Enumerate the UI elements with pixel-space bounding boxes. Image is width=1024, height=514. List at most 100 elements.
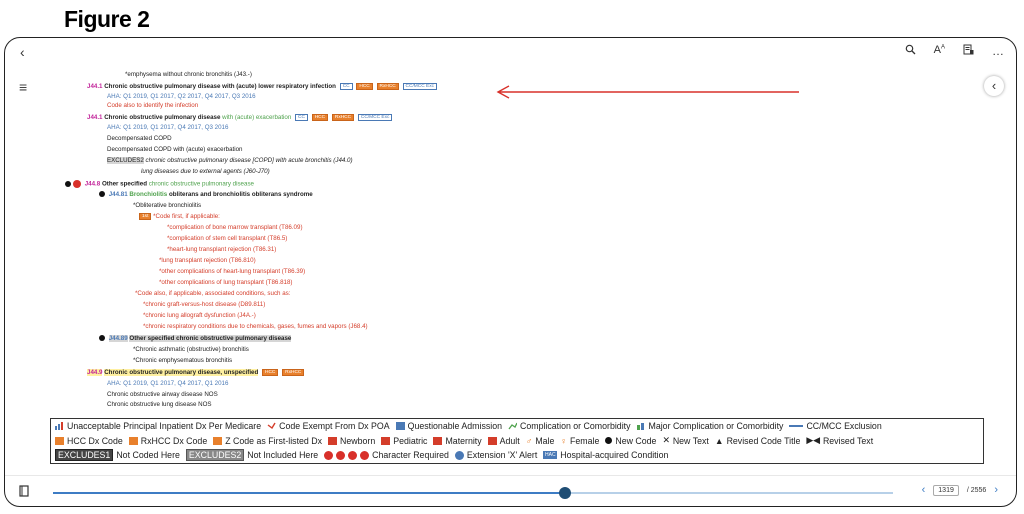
more-icon[interactable]: … bbox=[992, 44, 1004, 58]
legend-item: Extension 'X' Alert bbox=[454, 450, 537, 460]
hcc-tag: HCC bbox=[262, 369, 279, 376]
hcc-icon bbox=[55, 436, 64, 445]
legend-row: HCC Dx Code RxHCC Dx Code Z Code as Firs… bbox=[55, 435, 873, 446]
legend-item: Newborn bbox=[328, 436, 375, 446]
toolbar-right: AA … bbox=[905, 44, 1004, 58]
code-link[interactable]: J44.9 bbox=[87, 369, 103, 377]
character-required-icon bbox=[360, 450, 370, 460]
z-code-icon bbox=[213, 436, 223, 445]
listing-line-j4481: J44.81 Bronchiolitis obliterans and bron… bbox=[99, 191, 313, 198]
listing-line: *chronic respiratory conditions due to c… bbox=[143, 323, 368, 330]
adult-icon bbox=[487, 436, 497, 445]
cc-mcc-exclusion-icon bbox=[789, 425, 804, 427]
legend-item: ▶◀Revised Text bbox=[806, 435, 874, 446]
search-icon[interactable] bbox=[905, 44, 916, 58]
hac-icon: HAC bbox=[543, 451, 558, 459]
legend-item: ✕New Text bbox=[662, 435, 709, 446]
listing-line: Decompensated COPD bbox=[107, 135, 172, 142]
listing-line-j449: J44.9 Chronic obstructive pulmonary dise… bbox=[87, 369, 305, 377]
menu-icon[interactable]: ≡ bbox=[19, 79, 28, 95]
legend-item: Major Complication or Comorbidity bbox=[636, 421, 783, 431]
legend-item: ♂Male bbox=[525, 435, 555, 446]
page-slider-fill bbox=[53, 492, 566, 494]
listing-line: *heart-lung transplant rejection (T86.31… bbox=[167, 246, 277, 253]
page-number-input[interactable]: 1319 bbox=[933, 484, 959, 496]
listing-line: *chronic lung allograft dysfunction (J4A… bbox=[143, 312, 256, 319]
book-icon[interactable] bbox=[19, 485, 29, 500]
cc-icon bbox=[508, 422, 517, 430]
legend-item: Character Required bbox=[324, 450, 449, 460]
code-link[interactable]: J44.1 bbox=[87, 114, 103, 122]
legend-item: HCC Dx Code bbox=[55, 436, 123, 446]
aha-line: AHA: Q1 2019, Q1 2017, Q4 2017, Q1 2016 bbox=[107, 380, 229, 387]
prev-page-icon[interactable]: ‹ bbox=[921, 484, 926, 496]
character-required-icon bbox=[73, 180, 81, 188]
back-icon[interactable]: ‹ bbox=[20, 44, 25, 60]
icon-tag: 1st bbox=[139, 213, 152, 220]
listing-line: *Chronic emphysematous bronchitis bbox=[133, 357, 233, 364]
revised-text-icon: ▶◀ bbox=[806, 435, 820, 445]
maternity-icon bbox=[433, 436, 443, 445]
revised-code-title-icon: ▲ bbox=[714, 435, 724, 446]
reader-window: ‹ AA … ≡ ‹ *emphysema without chronic br… bbox=[4, 37, 1017, 507]
cc-mcc-exclusion-tag[interactable]: CC/MCC Exc bbox=[357, 114, 393, 121]
listing-line-j441: J44.1 Chronic obstructive pulmonary dise… bbox=[87, 83, 438, 91]
cc-tag: CC bbox=[295, 114, 308, 121]
page-slider-knob[interactable] bbox=[559, 487, 572, 499]
hcc-tag: HCC bbox=[356, 83, 373, 90]
code-link[interactable]: J44.81 bbox=[108, 191, 128, 198]
rxhcc-tag: RxHCC bbox=[331, 114, 355, 121]
code-link[interactable]: J44.8 bbox=[84, 180, 101, 188]
figure-title: Figure 2 bbox=[64, 6, 150, 32]
listing-line: *other complications of heart-lung trans… bbox=[159, 268, 306, 275]
legend-row: Unacceptable Principal Inpatient Dx Per … bbox=[55, 421, 882, 431]
listing-line-j441b: J44.1 Chronic obstructive pulmonary dise… bbox=[87, 114, 393, 122]
legend-item: ▲Revised Code Title bbox=[714, 435, 801, 446]
pediatric-icon bbox=[381, 436, 391, 445]
listing-line: Chronic obstructive airway disease NOS bbox=[107, 391, 218, 398]
listing-line-j4489: J44.89 Other specified chronic obstructi… bbox=[99, 335, 292, 342]
listing-line: *complication of bone marrow transplant … bbox=[167, 224, 303, 231]
character-required-icon bbox=[348, 450, 358, 460]
code-link[interactable]: J44.89 bbox=[108, 335, 128, 342]
legend-item: New Code bbox=[605, 436, 656, 446]
excludes1-box: EXCLUDES1 bbox=[55, 449, 114, 461]
bookmark-list-icon[interactable] bbox=[963, 44, 974, 58]
next-page-icon[interactable]: › bbox=[994, 484, 998, 496]
legend-item: Questionable Admission bbox=[395, 421, 502, 431]
code-listing: *emphysema without chronic bronchitis (J… bbox=[65, 66, 945, 476]
questionable-admission-icon bbox=[395, 422, 405, 430]
code-also-line: Code also to identify the infection bbox=[107, 102, 199, 109]
rxhcc-tag: RxHCC bbox=[376, 83, 399, 90]
excludes-line: EXCLUDES2 chronic obstructive pulmonary … bbox=[107, 157, 353, 164]
newborn-icon bbox=[328, 436, 338, 445]
female-icon: ♀ bbox=[560, 435, 568, 446]
legend-item: Complication or Comorbidity bbox=[508, 421, 631, 431]
code-also-line: *Code also, if applicable, associated co… bbox=[135, 290, 291, 297]
cc-mcc-exclusion-tag[interactable]: CC/MCC Exc bbox=[402, 83, 438, 90]
page-slider[interactable] bbox=[53, 487, 893, 499]
legend-item: Code Exempt From Dx POA bbox=[267, 421, 390, 431]
new-code-icon bbox=[605, 437, 613, 444]
listing-line: *chronic graft-versus-host disease (D89.… bbox=[143, 301, 266, 308]
listing-line: *emphysema without chronic bronchitis (J… bbox=[125, 71, 252, 78]
collapse-panel-button[interactable]: ‹ bbox=[984, 76, 1004, 96]
code-link[interactable]: J44.1 bbox=[87, 83, 103, 91]
code-first-line: 1st *Code first, if applicable: bbox=[137, 213, 220, 220]
listing-line: *Chronic asthmatic (obstructive) bronchi… bbox=[133, 346, 249, 353]
text-size-icon[interactable]: AA bbox=[933, 44, 945, 56]
cc-tag: CC bbox=[339, 83, 353, 90]
new-text-icon: ✕ bbox=[662, 435, 670, 445]
excludes2-box: EXCLUDES2 bbox=[107, 157, 144, 164]
legend-item: Z Code as First-listed Dx bbox=[213, 436, 322, 446]
mcc-icon bbox=[636, 423, 644, 430]
new-code-icon bbox=[65, 181, 71, 187]
male-icon: ♂ bbox=[525, 435, 533, 446]
legend-item: Maternity bbox=[433, 436, 482, 446]
legend-item: CC/MCC Exclusion bbox=[789, 421, 882, 431]
character-required-icon bbox=[336, 450, 346, 460]
